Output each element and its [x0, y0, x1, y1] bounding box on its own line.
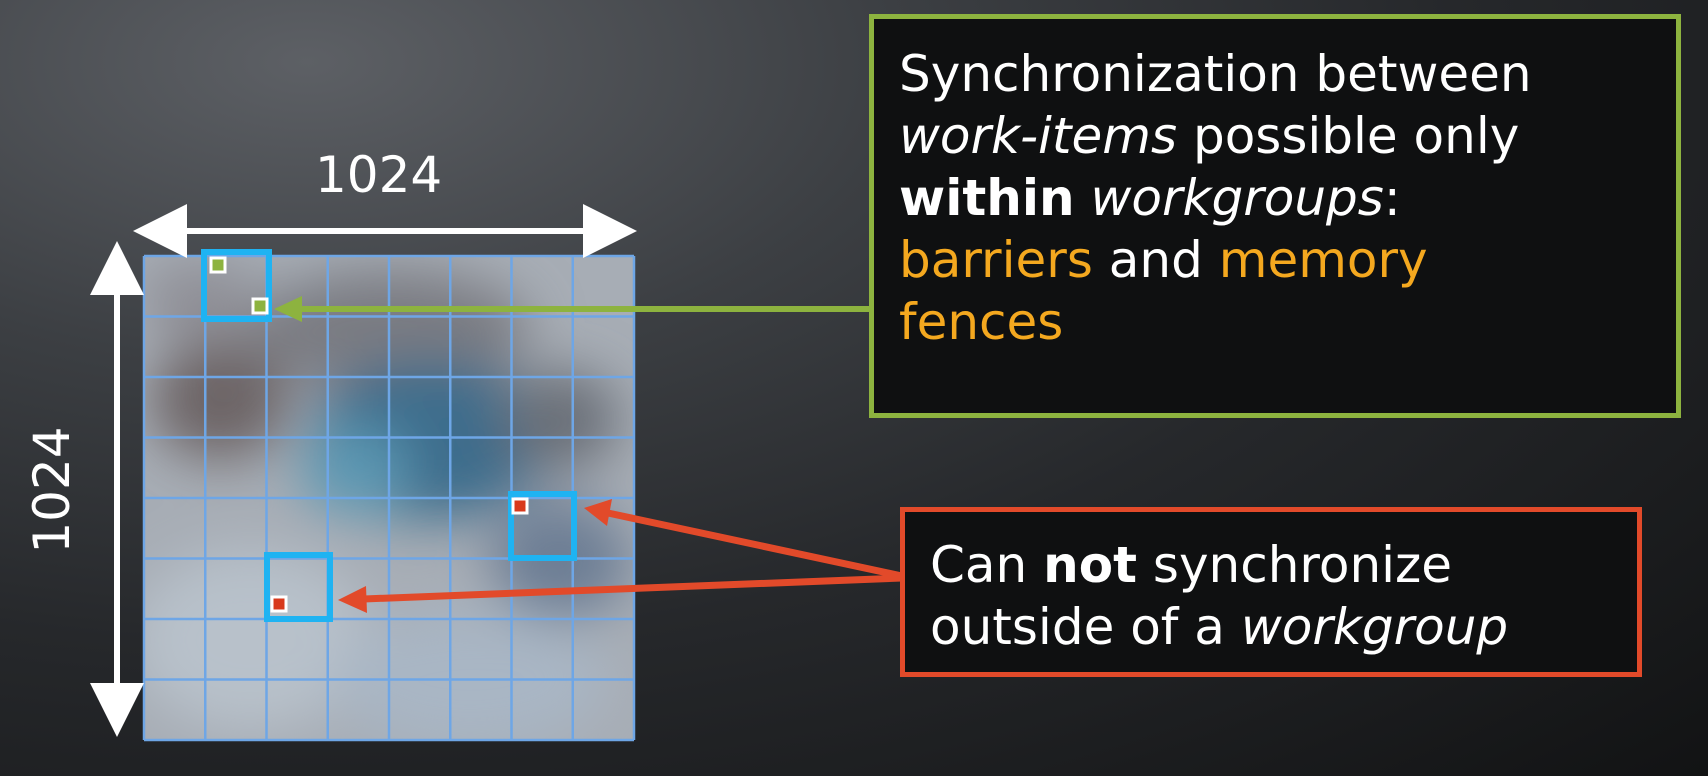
green-text-within: within	[899, 169, 1075, 227]
width-label: 1024	[315, 146, 443, 204]
red-arrow-upper	[584, 499, 903, 580]
green-line-2: work-items possible only	[899, 105, 1652, 167]
red-text-workgroup: workgroup	[1240, 598, 1509, 656]
green-text-space	[1075, 169, 1091, 227]
work-item-red-1	[511, 497, 529, 515]
red-text-can: Can	[930, 536, 1044, 594]
green-line-3: within workgroups:	[899, 167, 1652, 229]
within-workgroup-callout: Synchronization between work-items possi…	[869, 14, 1681, 418]
green-line-4: barriers and memory	[899, 229, 1652, 291]
work-item-red-2	[270, 595, 288, 613]
red-text-synchronize: synchronize	[1137, 536, 1453, 594]
red-line-1: Can not synchronize	[930, 534, 1617, 596]
green-line-5: fences	[899, 291, 1652, 353]
red-text-outside-of-a: outside of a	[930, 598, 1241, 656]
red-line-2: outside of a workgroup	[930, 596, 1617, 658]
workgroup-box-right	[508, 491, 577, 561]
green-text-possible-only: possible only	[1177, 107, 1520, 165]
workgroup-box-left	[264, 552, 333, 622]
red-text-not: not	[1043, 536, 1137, 594]
workgroup-box-top	[201, 249, 272, 322]
work-item-green-2	[251, 297, 269, 315]
green-text-colon: :	[1383, 169, 1401, 227]
green-text-fences: fences	[899, 293, 1064, 351]
green-text-barriers: barriers	[899, 231, 1093, 289]
green-text-workgroups: workgroups	[1090, 169, 1384, 227]
green-arrow	[274, 296, 872, 322]
green-line-1: Synchronization between	[899, 43, 1652, 105]
green-text-work-items: work-items	[899, 107, 1178, 165]
red-arrow-lower	[338, 574, 903, 613]
green-text-1: Synchronization between	[899, 45, 1532, 103]
green-text-and: and	[1092, 231, 1219, 289]
height-label: 1024	[23, 426, 81, 554]
outside-workgroup-callout: Can not synchronize outside of a workgro…	[900, 507, 1642, 677]
green-text-memory: memory	[1218, 231, 1428, 289]
work-item-green-1	[209, 256, 227, 274]
